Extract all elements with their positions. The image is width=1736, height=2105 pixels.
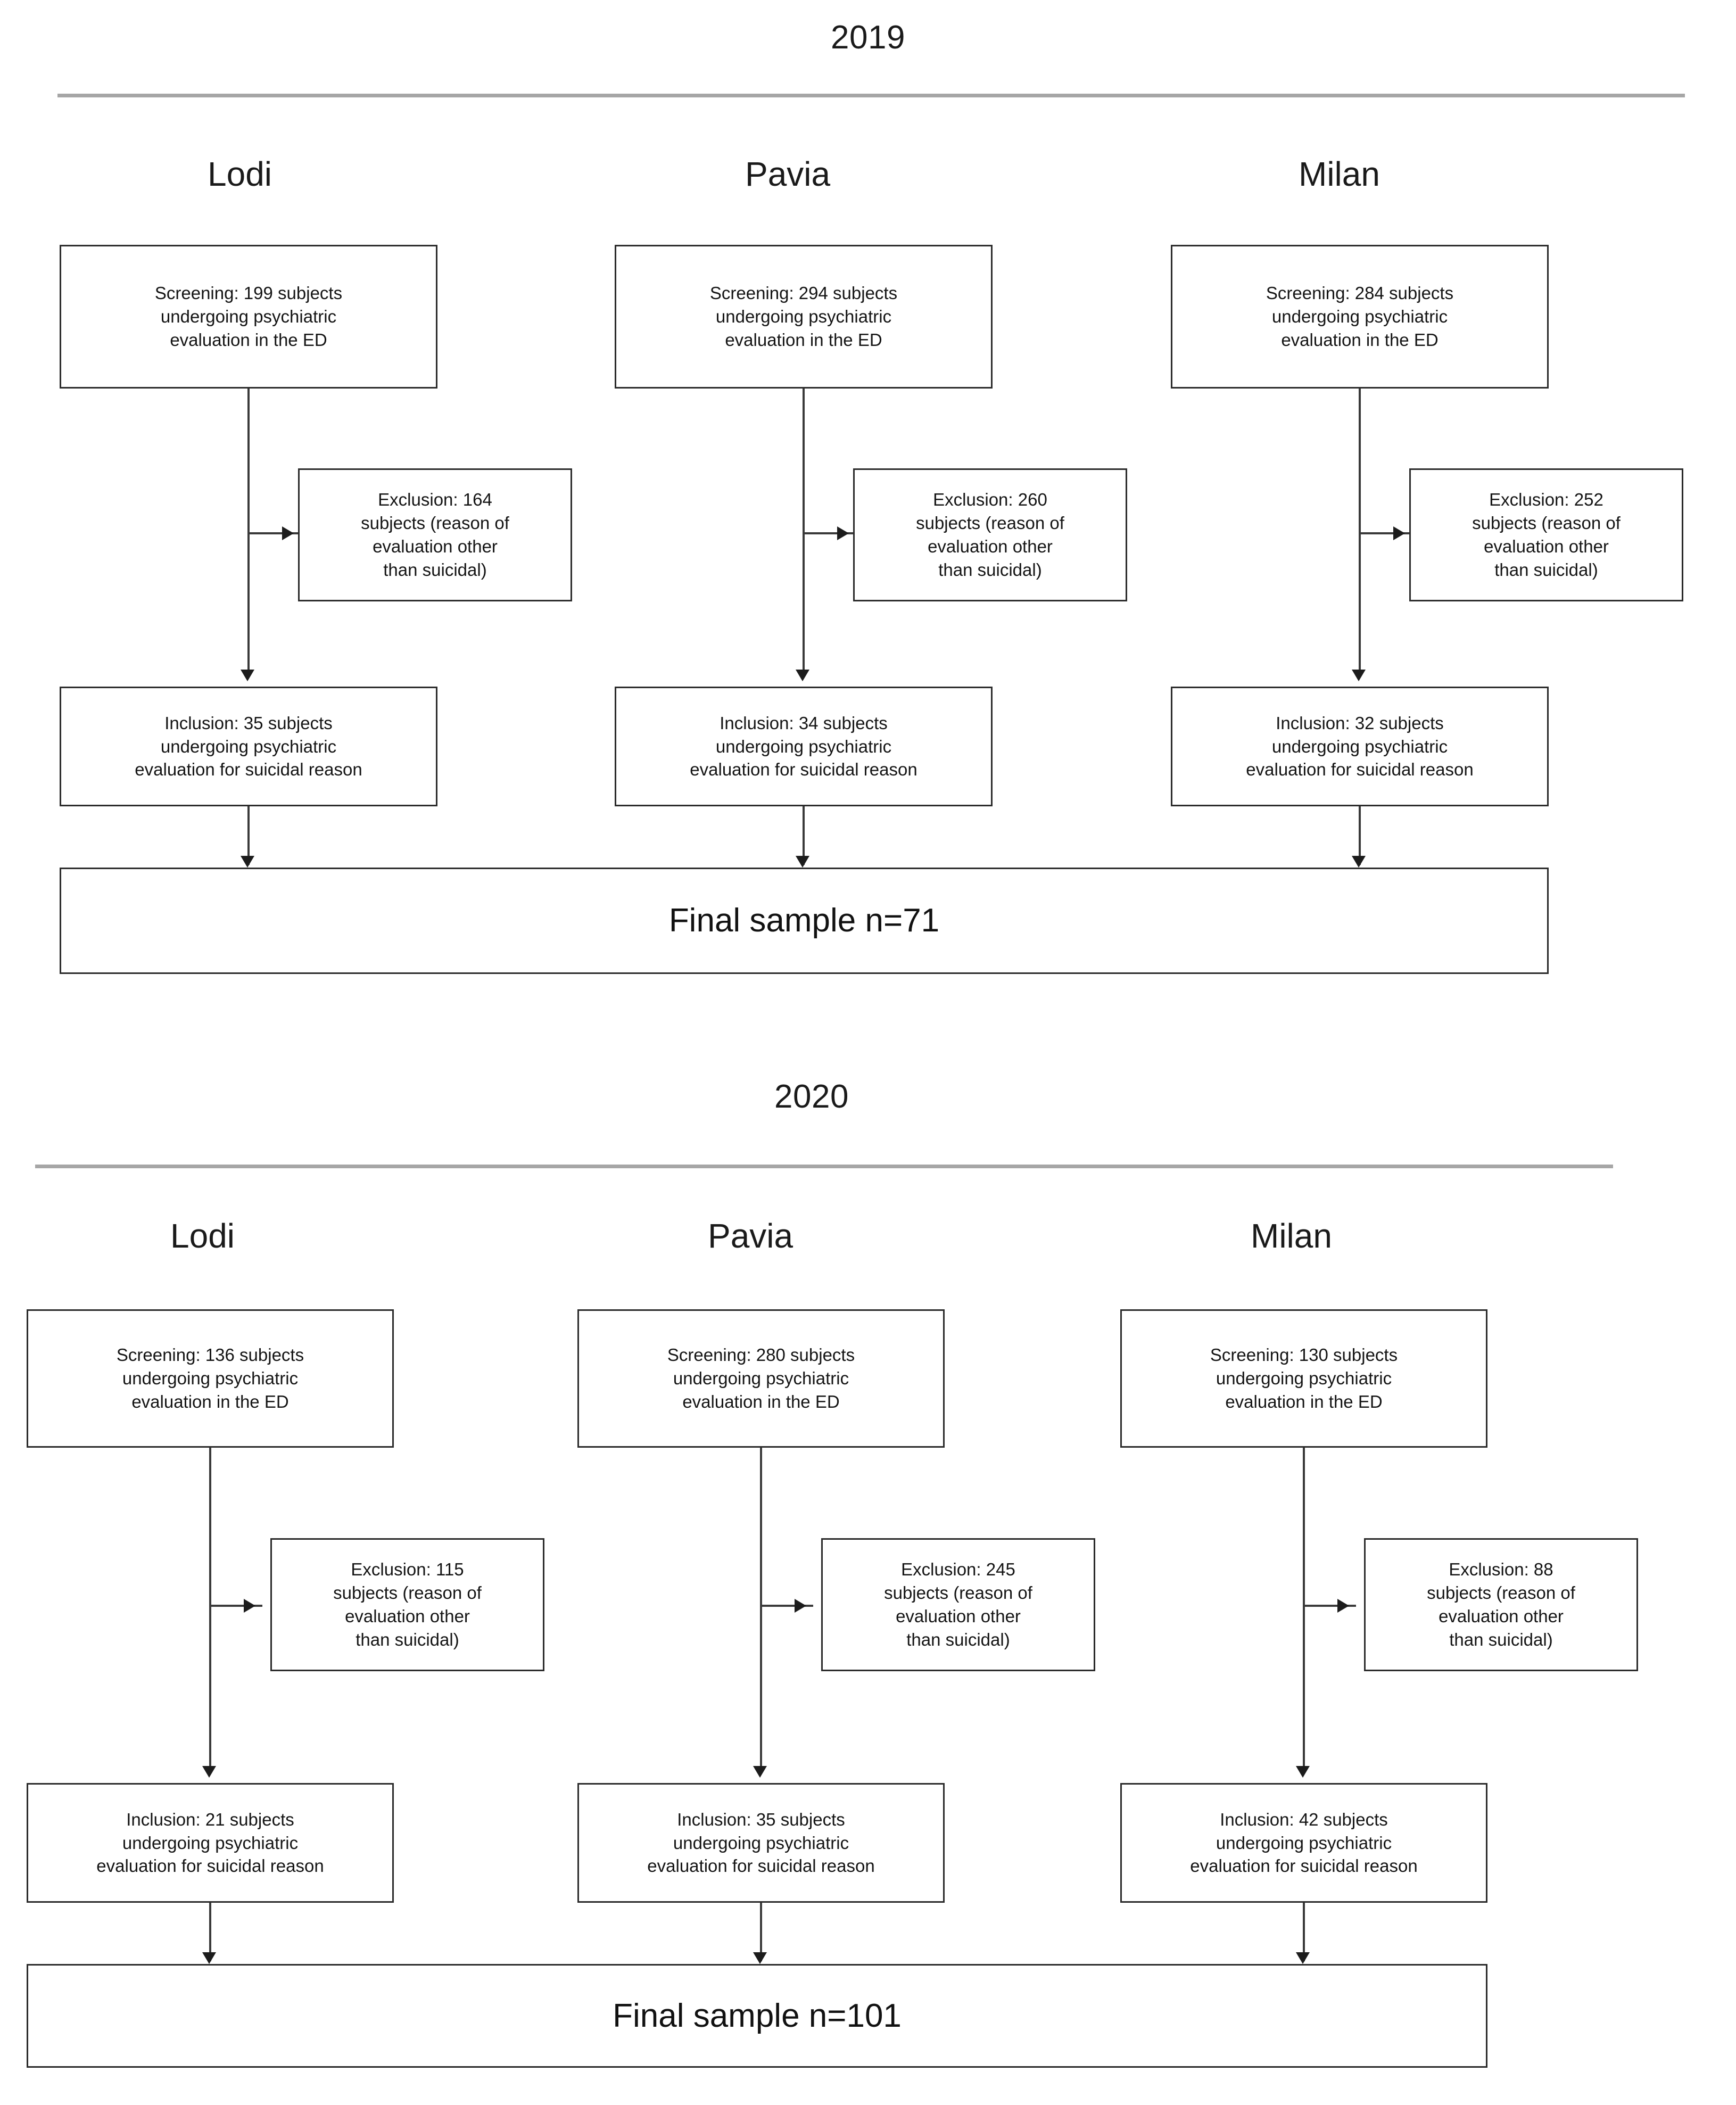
arrow-down-icon (753, 1952, 767, 1964)
city-label-milan-2019: Milan (1299, 155, 1380, 193)
city-label-pavia-2019: Pavia (745, 155, 831, 193)
exclusion-text: Exclusion: 164 subjects (reason of evalu… (361, 490, 509, 580)
arrow-down-icon (202, 1766, 216, 1778)
connector-inclusion-to-final-milan-2019 (1359, 806, 1361, 865)
connector-screening-to-exclusion-lodi-2019 (247, 532, 301, 534)
arrow-right-icon (1393, 526, 1405, 540)
city-label-lodi-2019: Lodi (208, 155, 272, 193)
exclusion-box-milan-2020: Exclusion: 88 subjects (reason of evalua… (1364, 1538, 1638, 1671)
connector-inclusion-to-final-milan-2020 (1303, 1903, 1305, 1961)
section-divider-2019 (57, 94, 1685, 97)
screening-box-pavia-2019: Screening: 294 subjects undergoing psych… (615, 245, 993, 389)
arrow-right-icon (795, 1599, 806, 1613)
inclusion-box-milan-2020: Inclusion: 42 subjects undergoing psychi… (1120, 1783, 1487, 1903)
screening-text: Screening: 136 subjects undergoing psych… (116, 1345, 304, 1411)
arrow-down-icon (753, 1766, 767, 1778)
connector-inclusion-to-final-lodi-2020 (209, 1903, 211, 1961)
final-sample-bar-2020: Final sample n=101 (27, 1964, 1487, 2068)
connector-inclusion-to-final-pavia-2020 (760, 1903, 762, 1961)
exclusion-text: Exclusion: 245 subjects (reason of evalu… (884, 1559, 1032, 1649)
connector-screening-to-exclusion-pavia-2019 (803, 532, 856, 534)
exclusion-text: Exclusion: 260 subjects (reason of evalu… (916, 490, 1064, 580)
arrow-right-icon (1337, 1599, 1349, 1613)
inclusion-text: Inclusion: 32 subjects undergoing psychi… (1246, 713, 1474, 780)
inclusion-box-pavia-2019: Inclusion: 34 subjects undergoing psychi… (615, 687, 993, 806)
arrow-down-icon (1296, 1952, 1310, 1964)
year-panel-2019: 2019 Lodi Pavia Milan Screening: 199 sub… (57, 19, 1685, 974)
arrow-right-icon (282, 526, 294, 540)
inclusion-text: Inclusion: 35 subjects undergoing psychi… (647, 1809, 875, 1876)
screening-text: Screening: 294 subjects undergoing psych… (709, 283, 898, 350)
inclusion-text: Inclusion: 34 subjects undergoing psychi… (690, 713, 917, 780)
screening-text: Screening: 284 subjects undergoing psych… (1266, 283, 1454, 350)
inclusion-text: Inclusion: 35 subjects undergoing psychi… (135, 713, 362, 780)
connector-screening-to-exclusion-lodi-2020 (209, 1605, 262, 1607)
connector-screening-to-exclusion-milan-2020 (1303, 1605, 1356, 1607)
screening-box-pavia-2020: Screening: 280 subjects undergoing psych… (577, 1309, 945, 1448)
screening-text: Screening: 280 subjects undergoing psych… (667, 1345, 855, 1411)
screening-text: Screening: 130 subjects undergoing psych… (1210, 1345, 1398, 1411)
inclusion-box-lodi-2019: Inclusion: 35 subjects undergoing psychi… (60, 687, 437, 806)
connector-screening-to-inclusion-milan-2020 (1303, 1448, 1305, 1772)
exclusion-text: Exclusion: 115 subjects (reason of evalu… (333, 1559, 482, 1649)
arrow-right-icon (837, 526, 849, 540)
arrow-down-icon (796, 856, 809, 868)
year-title-2020: 2020 (774, 1078, 849, 1115)
arrow-down-icon (241, 670, 254, 681)
arrow-down-icon (1352, 856, 1366, 868)
arrow-down-icon (796, 670, 809, 681)
exclusion-box-pavia-2019: Exclusion: 260 subjects (reason of evalu… (853, 468, 1127, 601)
connector-screening-to-exclusion-pavia-2020 (760, 1605, 813, 1607)
screening-text: Screening: 199 subjects undergoing psych… (154, 283, 343, 350)
exclusion-box-lodi-2019: Exclusion: 164 subjects (reason of evalu… (298, 468, 572, 601)
section-divider-2020 (35, 1165, 1613, 1168)
screening-box-lodi-2019: Screening: 199 subjects undergoing psych… (60, 245, 437, 389)
arrow-down-icon (241, 856, 254, 868)
exclusion-text: Exclusion: 88 subjects (reason of evalua… (1427, 1559, 1575, 1649)
screening-box-milan-2019: Screening: 284 subjects undergoing psych… (1171, 245, 1549, 389)
inclusion-text: Inclusion: 21 subjects undergoing psychi… (96, 1809, 324, 1876)
exclusion-box-milan-2019: Exclusion: 252 subjects (reason of evalu… (1409, 468, 1683, 601)
connector-inclusion-to-final-lodi-2019 (247, 806, 250, 865)
final-sample-bar-2019: Final sample n=71 (60, 868, 1549, 974)
exclusion-box-pavia-2020: Exclusion: 245 subjects (reason of evalu… (821, 1538, 1095, 1671)
arrow-down-icon (202, 1952, 216, 1964)
exclusion-text: Exclusion: 252 subjects (reason of evalu… (1472, 490, 1621, 580)
exclusion-box-lodi-2020: Exclusion: 115 subjects (reason of evalu… (270, 1538, 544, 1671)
screening-box-milan-2020: Screening: 130 subjects undergoing psych… (1120, 1309, 1487, 1448)
connector-screening-to-inclusion-pavia-2020 (760, 1448, 762, 1772)
inclusion-box-pavia-2020: Inclusion: 35 subjects undergoing psychi… (577, 1783, 945, 1903)
inclusion-box-lodi-2020: Inclusion: 21 subjects undergoing psychi… (27, 1783, 394, 1903)
year-panel-2020: 2020 Lodi Pavia Milan Screening: 136 sub… (0, 1054, 1736, 2105)
final-sample-text: Final sample n=101 (613, 1997, 902, 2034)
city-label-lodi-2020: Lodi (170, 1217, 235, 1255)
arrow-down-icon (1296, 1766, 1310, 1778)
inclusion-box-milan-2019: Inclusion: 32 subjects undergoing psychi… (1171, 687, 1549, 806)
arrow-right-icon (244, 1599, 255, 1613)
screening-box-lodi-2020: Screening: 136 subjects undergoing psych… (27, 1309, 394, 1448)
city-label-milan-2020: Milan (1251, 1217, 1332, 1255)
city-label-pavia-2020: Pavia (708, 1217, 793, 1255)
arrow-down-icon (1352, 670, 1366, 681)
connector-screening-to-inclusion-lodi-2020 (209, 1448, 211, 1772)
year-title-2019: 2019 (831, 19, 905, 56)
connector-inclusion-to-final-pavia-2019 (803, 806, 805, 865)
inclusion-text: Inclusion: 42 subjects undergoing psychi… (1190, 1809, 1418, 1876)
connector-screening-to-exclusion-milan-2019 (1359, 532, 1412, 534)
final-sample-text: Final sample n=71 (668, 902, 940, 939)
